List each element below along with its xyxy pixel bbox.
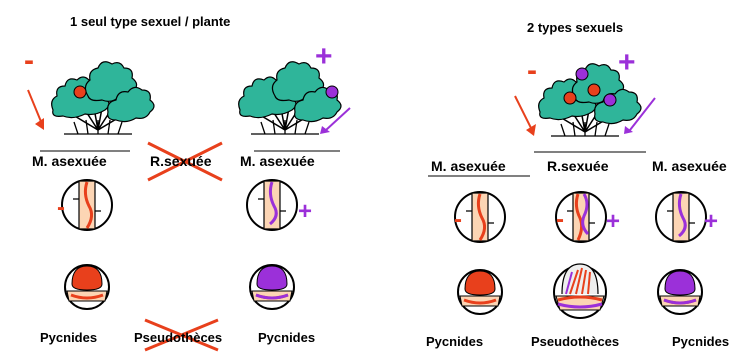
plus-sign-stem-right: + [298, 198, 312, 226]
label-pseudotheces-crossed: Pseudothèces [134, 330, 222, 345]
label-asex-right: M. asexuée [240, 153, 315, 169]
label-asex-left-2: M. asexuée [431, 158, 506, 174]
label-asex-left: M. asexuée [32, 153, 107, 169]
plus-sign-stem3: + [704, 208, 718, 236]
label-pycnides-right: Pycnides [258, 330, 315, 345]
plus-spore-icon [326, 86, 338, 98]
label-sexual-crossed: R.sexuée [150, 153, 211, 169]
minus-spore-icon [74, 86, 86, 98]
plus-sign-stem2: + [606, 208, 620, 236]
label-sexual: R.sexuée [547, 158, 608, 174]
label-pseudotheces: Pseudothèces [531, 334, 619, 349]
minus-sign-right-plant: - [527, 54, 537, 88]
label-asex-right-2: M. asexuée [652, 158, 727, 174]
minus-sign-stem2: - [556, 206, 564, 234]
label-pycnides-left-2: Pycnides [426, 334, 483, 349]
plus-sign-plant-right: + [315, 40, 333, 74]
minus-sign-stem-left: - [57, 194, 65, 222]
minus-sign-plant-left: - [24, 44, 34, 78]
label-pycnides-left: Pycnides [40, 330, 97, 345]
arrow-left-icon [28, 90, 42, 124]
label-pycnides-right-2: Pycnides [672, 334, 729, 349]
plus-sign-right-plant: + [618, 46, 636, 80]
minus-sign-stem1: - [454, 206, 462, 234]
